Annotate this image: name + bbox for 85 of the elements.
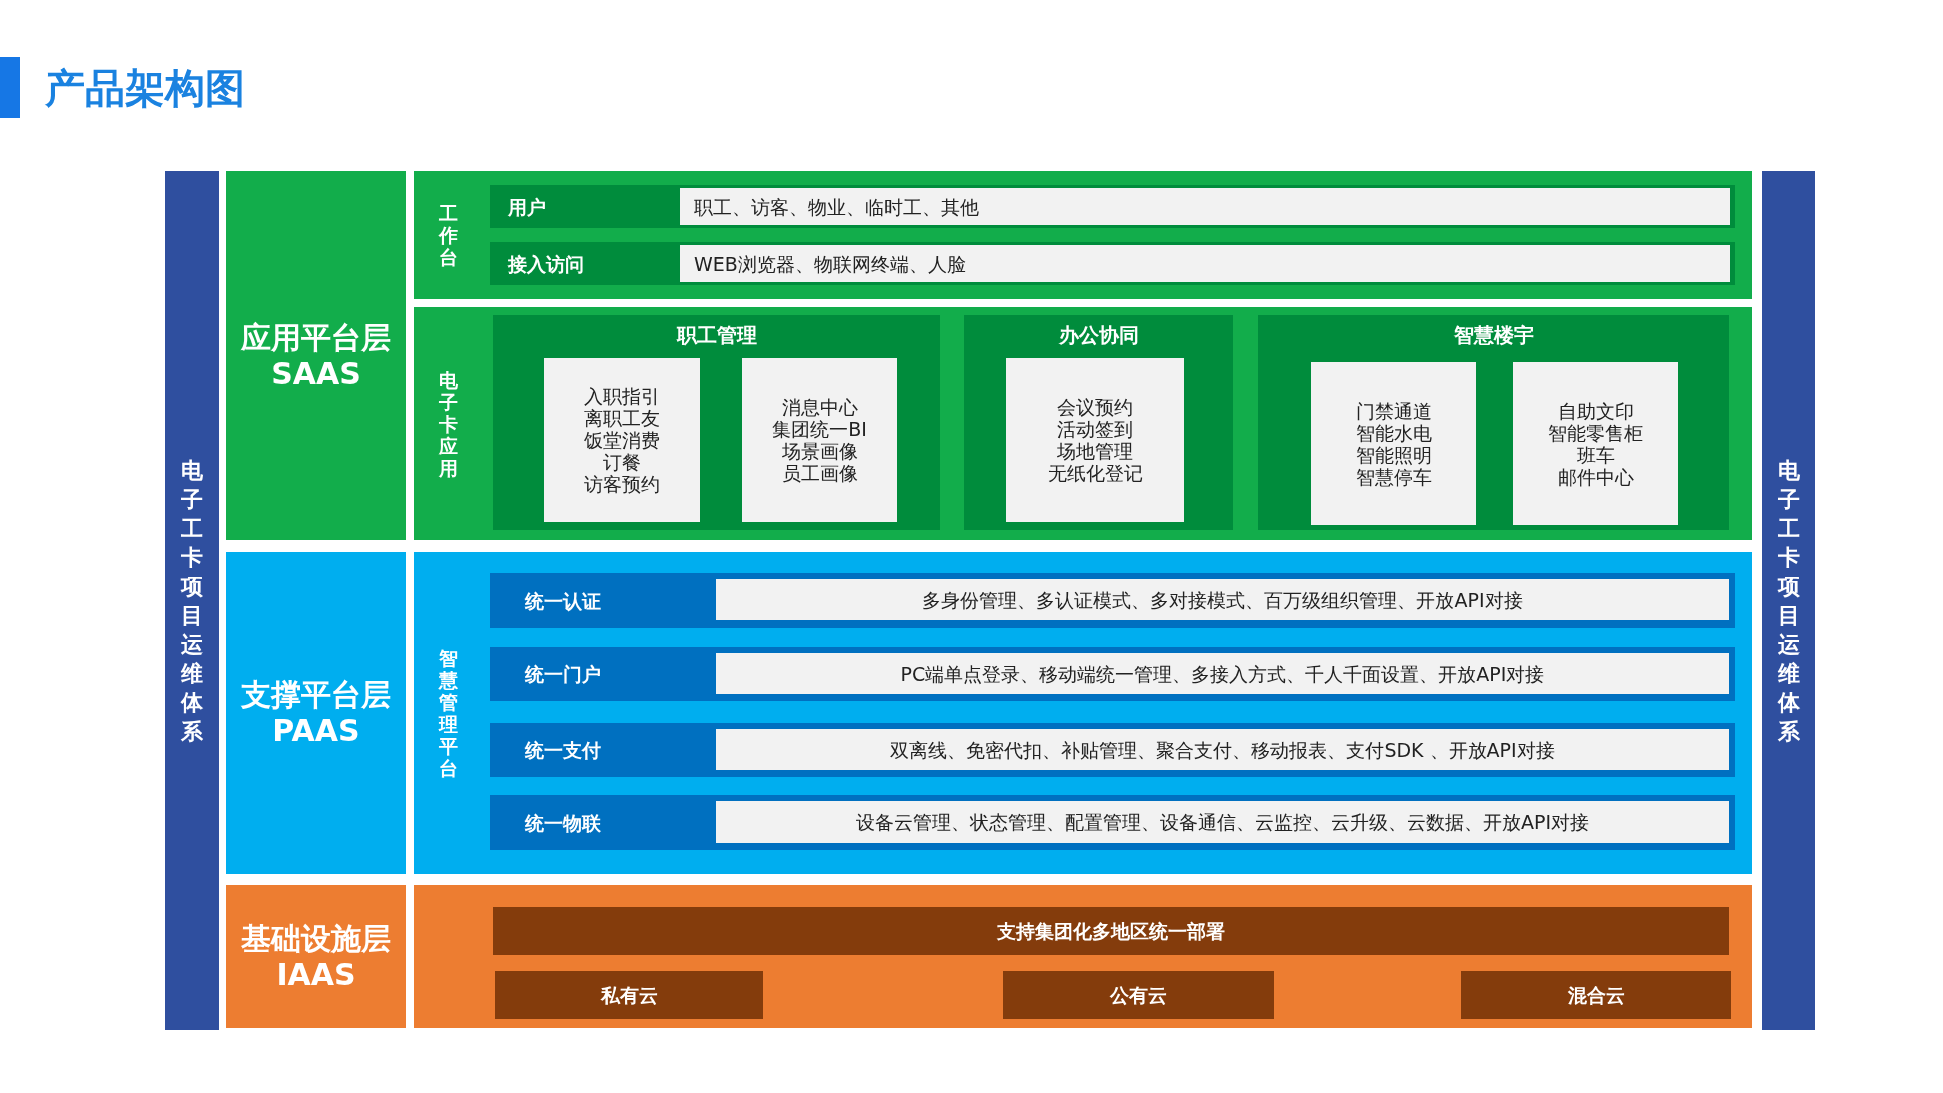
page-title: 产品架构图 [45,64,245,112]
content-box [716,579,1729,620]
layer-title: IAAS [276,956,356,993]
layer-title: 基础设施层 [241,920,391,957]
row-label: 统一物联 [525,810,601,835]
panel-label: 电子卡应用 [438,368,459,479]
layer-box [226,171,406,540]
deploy-bar [1461,971,1731,1019]
list-item: 访客预约 [584,473,660,495]
group-heading: 智慧楼宇 [1453,323,1534,347]
layer-panel [414,171,1752,299]
group-heading: 办公协同 [1058,323,1139,347]
list-item: 无纸化登记 [1047,462,1143,484]
content-box [716,653,1729,694]
module-row [490,573,1735,628]
content-box [716,729,1729,770]
content-text: 设备云管理、状态管理、配置管理、设备通信、云监控、云升级、云数据、开放API对接 [855,810,1590,834]
content-text: WEB浏览器、物联网终端、人脸 [694,251,966,276]
module-row [490,723,1735,777]
row-label: 统一门户 [525,662,601,686]
side-bar [165,171,219,1030]
deploy-bar [493,907,1729,955]
row-label: 统一认证 [525,588,601,613]
content-box [680,245,1730,282]
bar-label: 私有云 [600,983,658,1007]
panel-label: 工作台 [438,202,459,268]
layer-box [226,552,406,874]
list-item: 订餐 [603,451,641,473]
feature-card [544,358,700,522]
side-label: 电子工卡项目运维体系 [180,456,204,746]
layer-title: 支撑平台层 [241,677,391,713]
row-label: 用户 [508,194,546,219]
feature-card [1006,358,1184,522]
layer-box [226,885,406,1028]
deploy-bar [1003,971,1274,1019]
list-item: 班车 [1576,443,1615,466]
module-group [1258,315,1729,530]
feature-card [1311,362,1476,525]
list-item: 场地管理 [1057,440,1133,462]
feature-card [742,358,897,522]
list-item: 智能照明 [1355,443,1432,466]
row-label: 接入访问 [508,251,584,276]
list-item: 自助文印 [1557,399,1634,422]
layer-panel [414,552,1752,874]
layer-title: SAAS [271,355,361,392]
list-item: 离职工友 [584,407,660,429]
deploy-bar [495,971,763,1019]
bar-label: 混合云 [1567,983,1625,1007]
list-item: 活动签到 [1057,418,1133,440]
group-heading: 职工管理 [676,323,757,347]
side-bar [1762,171,1815,1030]
list-item: 智慧停车 [1355,465,1432,488]
feature-card [1513,362,1678,525]
list-item: 饭堂消费 [584,429,660,451]
module-row [490,242,1735,285]
content-text: 职工、访客、物业、临时工、其他 [694,194,979,219]
panel-label: 智慧管理平台 [438,647,459,779]
layer-title: PAAS [272,713,360,749]
list-item: 智能水电 [1355,421,1432,444]
content-text: 多身份管理、多认证模式、多对接模式、百万级组织管理、开放API对接 [922,587,1523,612]
list-item: 门禁通道 [1355,399,1432,422]
layer-title: 应用平台层 [241,319,391,356]
content-box [680,188,1730,225]
module-row [490,795,1735,850]
module-row [490,185,1735,228]
layer-panel [414,885,1752,1028]
list-item: 邮件中心 [1557,465,1634,488]
content-box [716,801,1729,843]
module-row [490,647,1735,701]
layer-panel [414,307,1752,540]
list-item: 智能零售柜 [1548,421,1643,444]
side-label: 电子工卡项目运维体系 [1776,456,1801,746]
list-item: 集团统一BI [772,418,867,440]
list-item: 场景画像 [781,440,858,462]
content-text: 双离线、免密代扣、补贴管理、聚合支付、移动报表、支付SDK 、开放API对接 [890,737,1555,762]
bar-label: 支持集团化多地区统一部署 [997,919,1225,943]
list-item: 员工画像 [781,462,858,484]
bar-label: 公有云 [1110,983,1167,1007]
list-item: 入职指引 [584,385,660,407]
module-group [493,315,940,530]
content-text: PC端单点登录、移动端统一管理、多接入方式、千人千面设置、开放API对接 [900,661,1545,686]
module-group [964,315,1233,530]
list-item: 会议预约 [1057,396,1133,418]
list-item: 消息中心 [781,396,858,418]
row-label: 统一支付 [525,738,601,762]
